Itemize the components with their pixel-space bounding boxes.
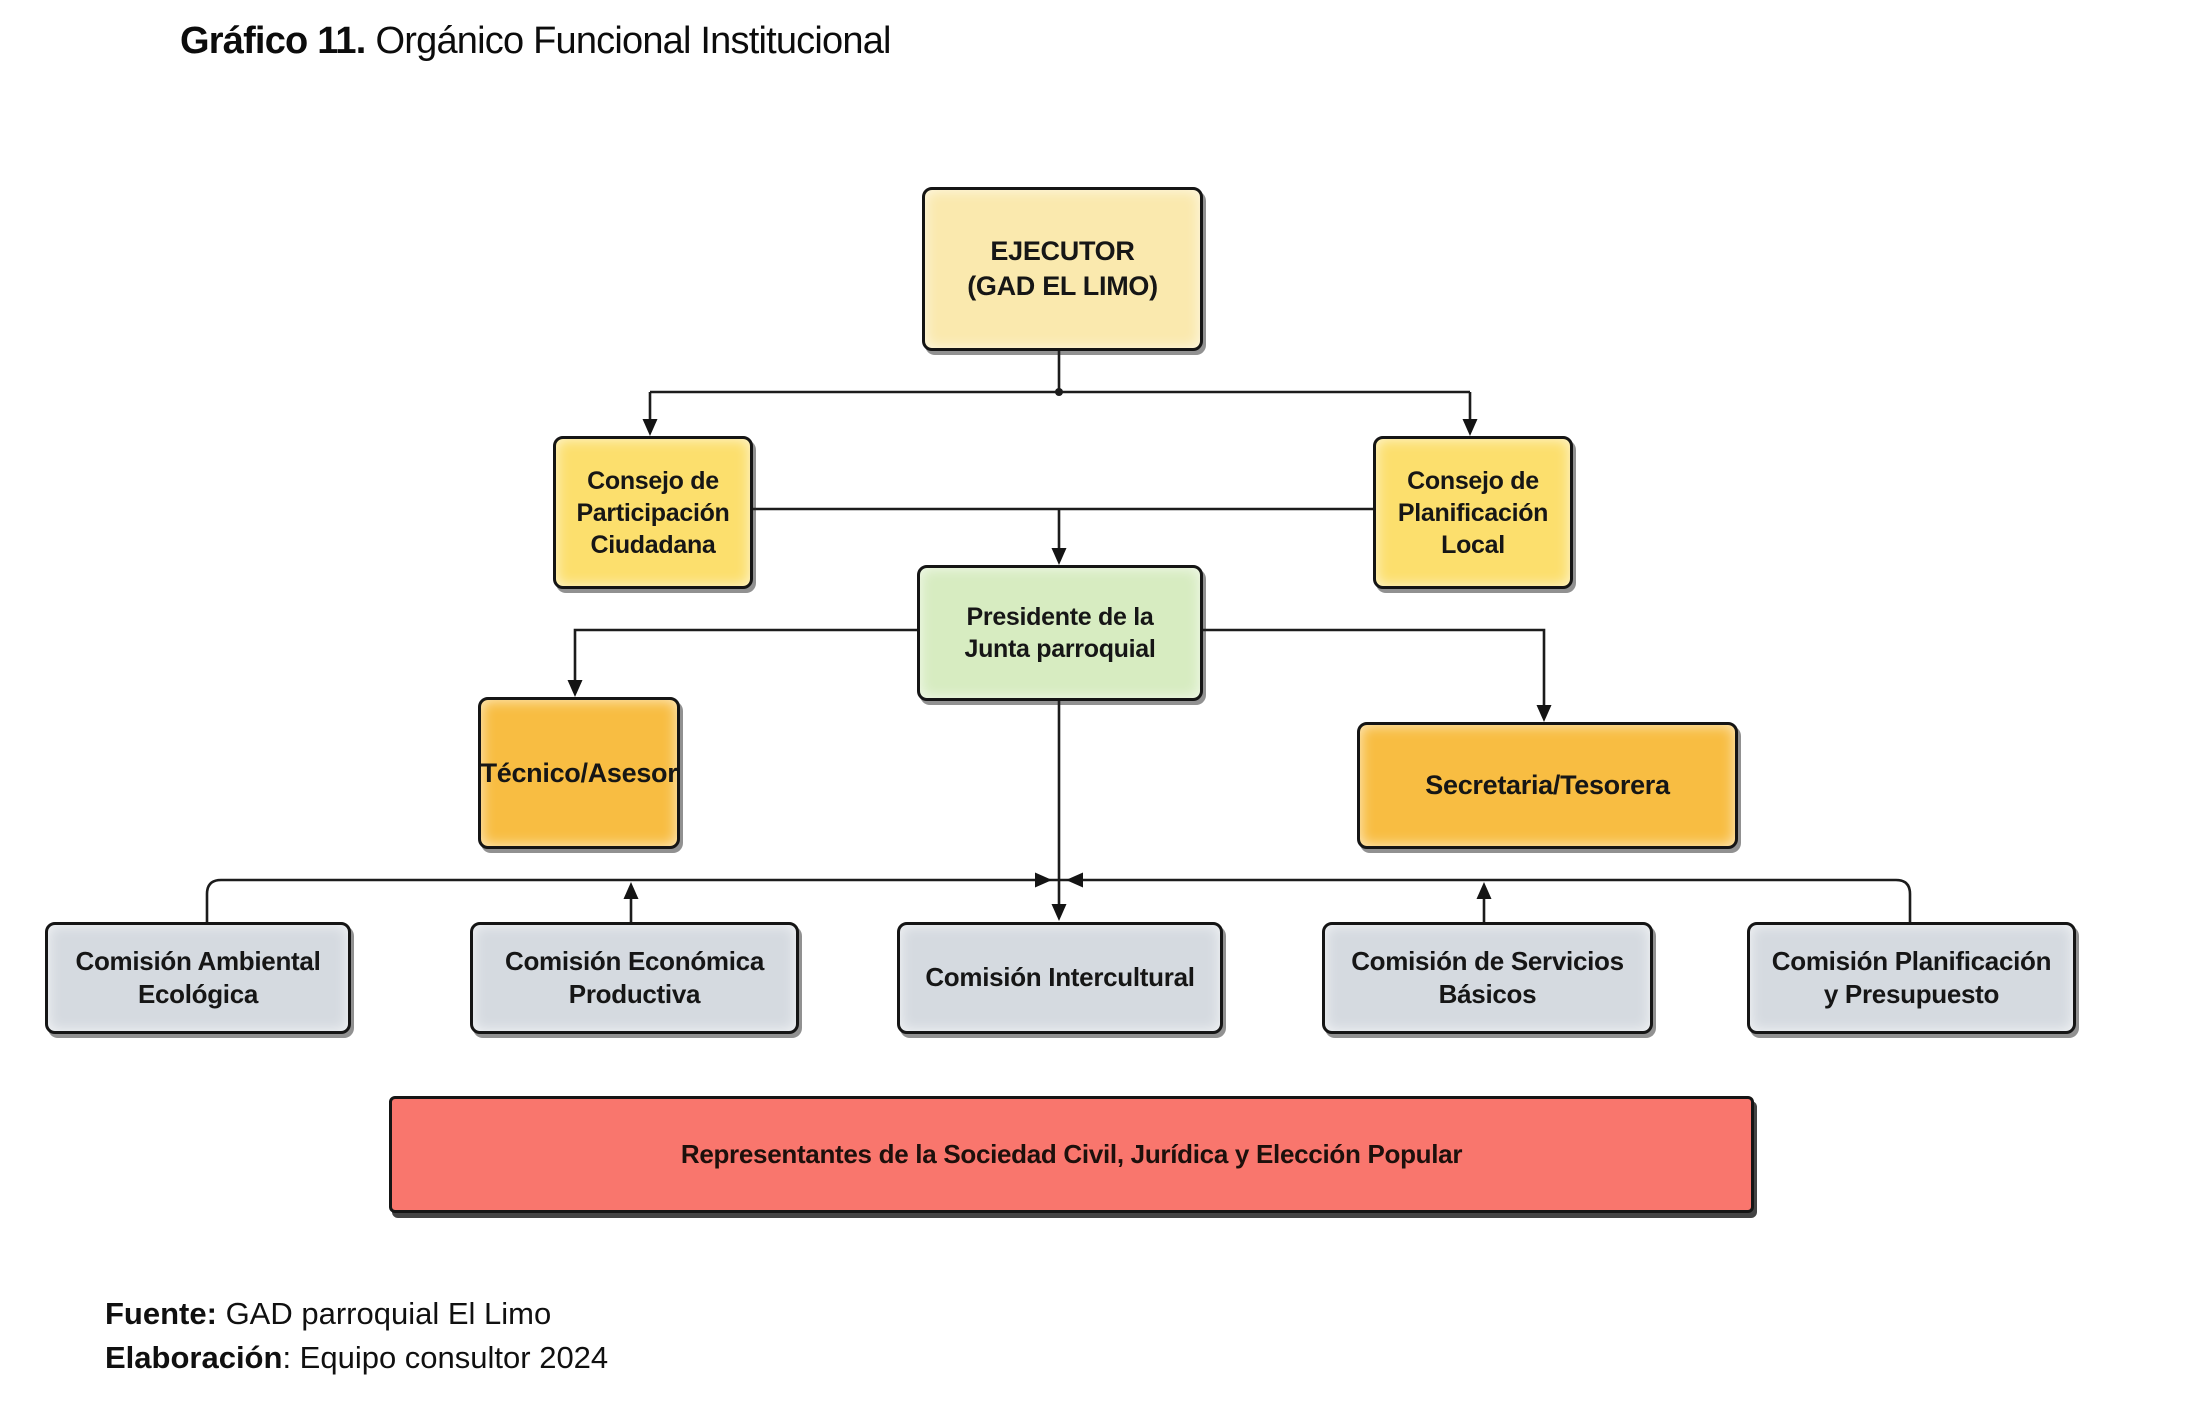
node-representantes: Representantes de la Sociedad Civil, Jur…	[389, 1096, 1754, 1213]
node-tecnico-asesor: Técnico/Asesor	[478, 697, 680, 849]
node-comision-intercultural: Comisión Intercultural	[897, 922, 1223, 1034]
source-line: Fuente: GAD parroquial El Limo	[105, 1292, 608, 1336]
edge-consejos-to-presidente	[747, 507, 1373, 565]
node-consejo-planificacion: Consejo de Planificación Local	[1373, 436, 1573, 589]
edge-presidente-to-comisiones	[205, 695, 1912, 922]
chart-title-text: Orgánico Funcional Institucional	[375, 20, 892, 62]
node-presidente: Presidente de la Junta parroquial	[917, 565, 1203, 701]
source-label: Fuente:	[105, 1296, 217, 1331]
edge-ejecutor-to-consejos	[642, 345, 1478, 436]
node-comision-intercultural-label: Comisión Intercultural	[925, 962, 1195, 993]
node-comision-ambiental: Comisión Ambiental Ecológica	[45, 922, 351, 1034]
node-presidente-label: Presidente de la Junta parroquial	[964, 603, 1156, 663]
chart-title-number: Gráfico 11.	[180, 20, 366, 62]
node-comision-economica-label: Comisión Económica Productiva	[505, 945, 764, 1009]
node-tecnico-asesor-label: Técnico/Asesor	[480, 757, 678, 788]
node-representantes-label: Representantes de la Sociedad Civil, Jur…	[680, 1138, 1463, 1169]
source-value: GAD parroquial El Limo	[225, 1296, 552, 1331]
edge-presidente-to-secretaria	[1197, 628, 1552, 722]
source-note: Fuente: GAD parroquial El Limo Elaboraci…	[105, 1292, 608, 1380]
node-comision-ambiental-label: Comisión Ambiental Ecológica	[75, 945, 321, 1009]
node-comision-economica: Comisión Económica Productiva	[470, 922, 799, 1034]
node-consejo-participacion: Consejo de Participación Ciudadana	[553, 436, 753, 589]
chart-title: Gráfico 11.Orgánico Funcional Institucio…	[180, 20, 891, 63]
elaboration-line: Elaboración: Equipo consultor 2024	[105, 1336, 608, 1380]
node-secretaria-tesorera-label: Secretaria/Tesorera	[1425, 770, 1670, 801]
elaboration-value: : Equipo consultor 2024	[282, 1340, 609, 1376]
elaboration-label: Elaboración	[105, 1340, 283, 1376]
node-ejecutor: EJECUTOR (GAD EL LIMO)	[922, 187, 1203, 351]
node-consejo-participacion-label: Consejo de Participación Ciudadana	[576, 466, 730, 559]
node-secretaria-tesorera: Secretaria/Tesorera	[1357, 722, 1738, 849]
node-comision-planificacion: Comisión Planificación y Presupuesto	[1747, 922, 2076, 1034]
node-comision-servicios-label: Comisión de Servicios Básicos	[1351, 945, 1624, 1009]
node-comision-planificacion-label: Comisión Planificación y Presupuesto	[1771, 945, 2052, 1009]
node-comision-servicios: Comisión de Servicios Básicos	[1322, 922, 1653, 1034]
edge-presidente-to-tecnico	[567, 628, 917, 697]
node-ejecutor-label: EJECUTOR (GAD EL LIMO)	[967, 236, 1158, 301]
node-consejo-planificacion-label: Consejo de Planificación Local	[1397, 466, 1549, 559]
